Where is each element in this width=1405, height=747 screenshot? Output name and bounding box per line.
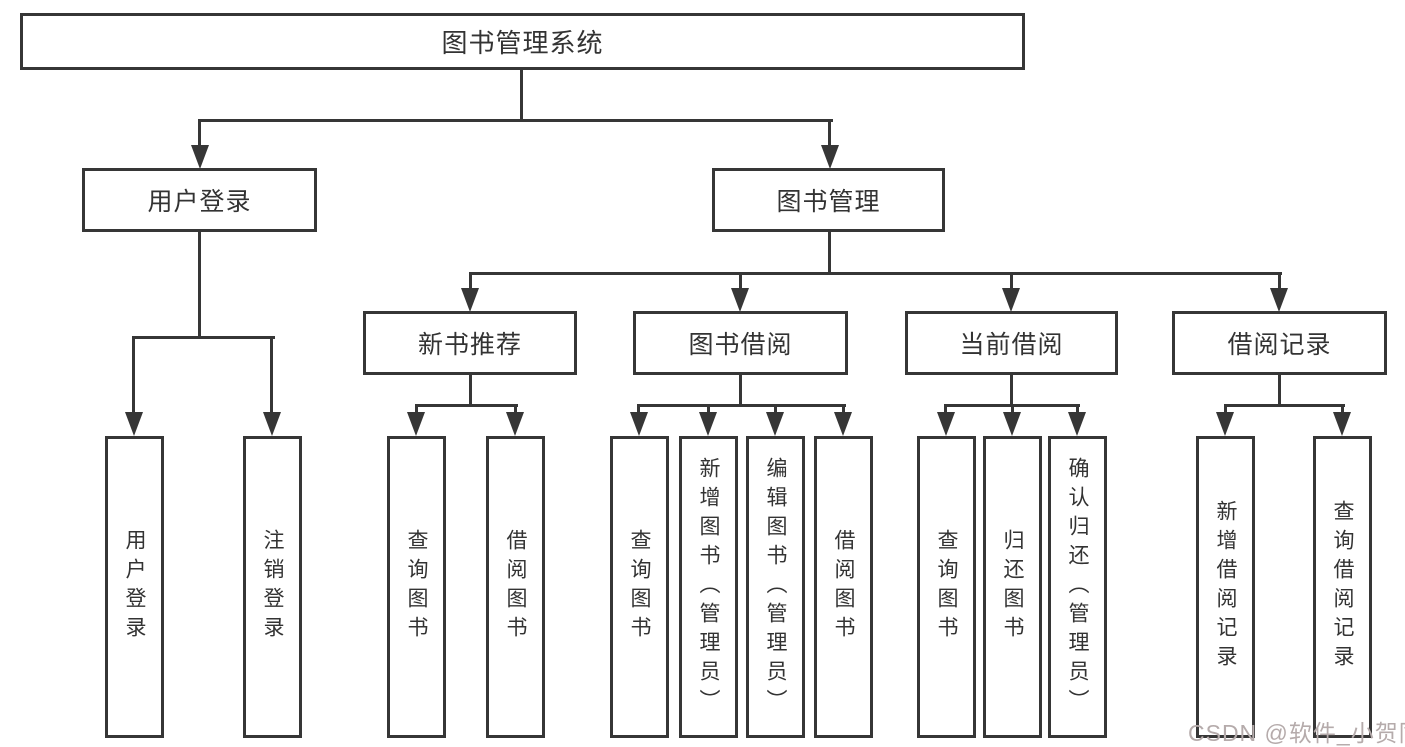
arrowhead-leaf bbox=[834, 412, 852, 436]
leaf-add-borrow-record: 新增借阅记录 bbox=[1196, 436, 1255, 738]
leaf-query-books-1-label: 查询图书 bbox=[405, 529, 428, 645]
arrowhead-leaf bbox=[1333, 412, 1351, 436]
connector-book-mgmt-stem bbox=[828, 232, 831, 275]
connector-level3-stub bbox=[469, 272, 472, 291]
arrowhead-new-books bbox=[461, 288, 479, 312]
connector-leaf-stub bbox=[1011, 404, 1014, 414]
node-current-borrow-label: 当前借阅 bbox=[959, 331, 1064, 359]
connector-current-borrow-stem bbox=[1010, 375, 1013, 407]
node-book-mgmt-label: 图书管理 bbox=[776, 188, 881, 216]
connector-user-login-fork bbox=[132, 336, 275, 339]
arrowhead-leaf bbox=[125, 412, 143, 436]
node-root-label: 图书管理系统 bbox=[441, 28, 604, 58]
leaf-return-books-label: 归还图书 bbox=[1001, 529, 1024, 645]
leaf-return-books: 归还图书 bbox=[983, 436, 1042, 738]
leaf-query-books-2-label: 查询图书 bbox=[628, 529, 651, 645]
connector-borrow-records-stem bbox=[1278, 375, 1281, 407]
node-borrow-records: 借阅记录 bbox=[1172, 311, 1387, 375]
node-new-books: 新书推荐 bbox=[363, 311, 577, 375]
arrowhead-borrow-records bbox=[1270, 288, 1288, 312]
leaf-query-borrow-record-label: 查询借阅记录 bbox=[1331, 500, 1354, 674]
node-book-borrow-label: 图书借阅 bbox=[688, 331, 793, 359]
connector-book-borrow-fork bbox=[637, 404, 846, 407]
leaf-query-borrow-record: 查询借阅记录 bbox=[1313, 436, 1372, 738]
connector-root-stem bbox=[520, 70, 523, 122]
node-new-books-label: 新书推荐 bbox=[417, 331, 522, 359]
arrowhead-book-mgmt bbox=[821, 145, 839, 169]
connector-book-mgmt-stub bbox=[828, 119, 831, 147]
leaf-confirm-return-admin: 确认归还（管理员） bbox=[1048, 436, 1107, 738]
arrowhead-current-borrow bbox=[1002, 288, 1020, 312]
node-user-login-label: 用户登录 bbox=[147, 188, 252, 216]
leaf-add-borrow-record-label: 新增借阅记录 bbox=[1214, 500, 1237, 674]
node-book-mgmt: 图书管理 bbox=[712, 168, 945, 232]
arrowhead-leaf bbox=[263, 412, 281, 436]
connector-leaf-stub bbox=[1076, 404, 1079, 414]
connector-level2-fork bbox=[198, 119, 833, 122]
leaf-edit-books-admin: 编辑图书（管理员） bbox=[746, 436, 805, 738]
connector-level3-stub bbox=[1278, 272, 1281, 291]
connector-leaf-stub bbox=[514, 404, 517, 414]
arrowhead-leaf bbox=[1068, 412, 1086, 436]
arrowhead-leaf bbox=[407, 412, 425, 436]
arrowhead-leaf bbox=[937, 412, 955, 436]
arrowhead-leaf bbox=[630, 412, 648, 436]
connector-leaf-stub bbox=[842, 404, 845, 414]
connector-leaf-stub bbox=[774, 404, 777, 414]
leaf-query-books-3-label: 查询图书 bbox=[935, 529, 958, 645]
leaf-borrow-books-1-label: 借阅图书 bbox=[504, 529, 527, 645]
connector-user-login-stem bbox=[198, 232, 201, 339]
connector-user-login-stub bbox=[198, 119, 201, 147]
node-book-borrow: 图书借阅 bbox=[633, 311, 848, 375]
connector-leaf-stub bbox=[1341, 404, 1344, 414]
leaf-borrow-books-2-label: 借阅图书 bbox=[832, 529, 855, 645]
connector-leaf-stub bbox=[707, 404, 710, 414]
node-borrow-records-label: 借阅记录 bbox=[1227, 331, 1332, 359]
csdn-watermark: CSDN @软件_小贺同学 bbox=[1188, 720, 1405, 746]
leaf-logout: 注销登录 bbox=[243, 436, 302, 738]
node-user-login: 用户登录 bbox=[82, 168, 317, 232]
leaf-borrow-books-1: 借阅图书 bbox=[486, 436, 545, 738]
connector-book-borrow-stem bbox=[739, 375, 742, 407]
leaf-add-books-admin-label: 新增图书（管理员） bbox=[697, 456, 720, 718]
connector-leaf-stub bbox=[1224, 404, 1227, 414]
arrowhead-book-borrow bbox=[731, 288, 749, 312]
connector-leaf-stub bbox=[270, 336, 273, 414]
node-current-borrow: 当前借阅 bbox=[905, 311, 1118, 375]
connector-leaf-stub bbox=[132, 336, 135, 414]
leaf-query-books-2: 查询图书 bbox=[610, 436, 669, 738]
leaf-edit-books-admin-label: 编辑图书（管理员） bbox=[764, 456, 787, 718]
connector-level3-stub bbox=[1010, 272, 1013, 291]
leaf-user-login: 用户登录 bbox=[105, 436, 164, 738]
connector-level3-fork bbox=[469, 272, 1282, 275]
arrowhead-leaf bbox=[1216, 412, 1234, 436]
arrowhead-leaf bbox=[766, 412, 784, 436]
connector-borrow-records-fork bbox=[1224, 404, 1345, 407]
leaf-query-books-3: 查询图书 bbox=[917, 436, 976, 738]
connector-leaf-stub bbox=[415, 404, 418, 414]
arrowhead-leaf bbox=[699, 412, 717, 436]
leaf-user-login-label: 用户登录 bbox=[123, 529, 146, 645]
leaf-add-books-admin: 新增图书（管理员） bbox=[679, 436, 738, 738]
connector-leaf-stub bbox=[944, 404, 947, 414]
connector-new-books-fork bbox=[415, 404, 518, 407]
leaf-query-books-1: 查询图书 bbox=[387, 436, 446, 738]
node-root: 图书管理系统 bbox=[20, 13, 1025, 70]
connector-level3-stub bbox=[739, 272, 742, 291]
arrowhead-leaf bbox=[1003, 412, 1021, 436]
arrowhead-user-login bbox=[191, 145, 209, 169]
connector-leaf-stub bbox=[637, 404, 640, 414]
leaf-confirm-return-admin-label: 确认归还（管理员） bbox=[1066, 456, 1089, 718]
connector-new-books-stem bbox=[469, 375, 472, 407]
leaf-logout-label: 注销登录 bbox=[261, 529, 284, 645]
leaf-borrow-books-2: 借阅图书 bbox=[814, 436, 873, 738]
arrowhead-leaf bbox=[506, 412, 524, 436]
